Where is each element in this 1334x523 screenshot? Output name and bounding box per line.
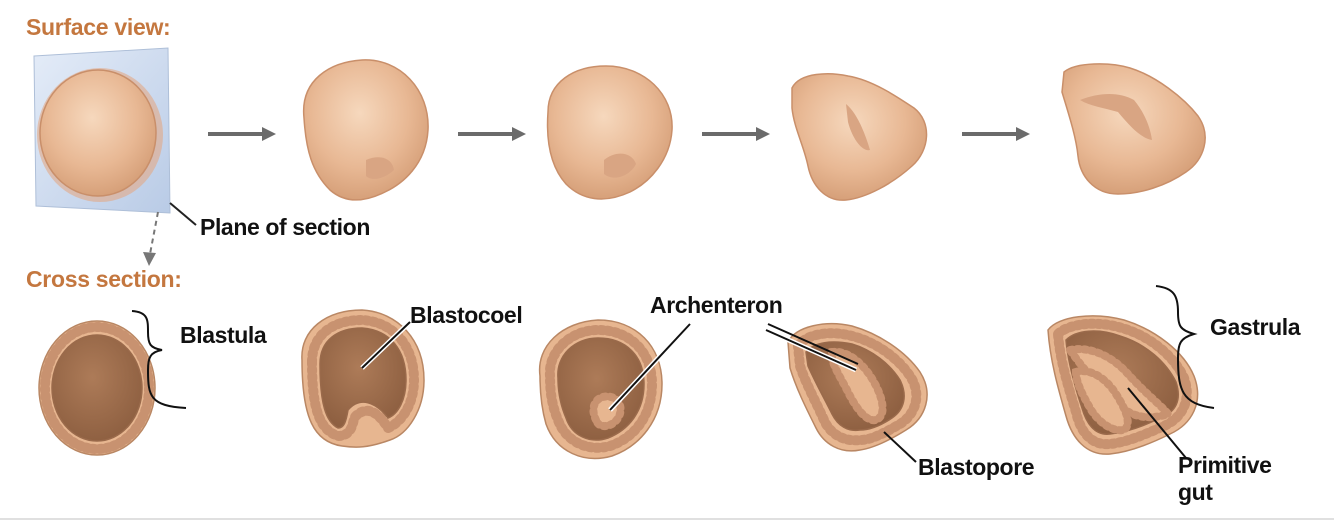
section-stage-3 bbox=[538, 319, 663, 460]
archenteron-leader-3 bbox=[767, 323, 859, 365]
plane-of-section-label: Plane of section bbox=[200, 214, 370, 240]
section-blastula bbox=[38, 320, 156, 456]
blastopore-leader bbox=[883, 431, 917, 463]
primitive-gut-label-line1: Primitive bbox=[1178, 452, 1272, 478]
surface-stage-3 bbox=[546, 65, 673, 200]
surface-stage-4 bbox=[791, 73, 928, 201]
gastrula-label: Gastrula bbox=[1210, 314, 1301, 340]
arrow-2 bbox=[458, 127, 526, 141]
arrow-4 bbox=[962, 127, 1030, 141]
blastula-label: Blastula bbox=[180, 322, 267, 348]
surface-view-heading: Surface view: bbox=[26, 14, 171, 40]
primitive-gut-leader bbox=[1127, 387, 1187, 459]
archenteron-leader-2 bbox=[765, 329, 857, 371]
surface-stage-2 bbox=[302, 59, 429, 201]
archenteron-leader-1 bbox=[609, 323, 691, 411]
plane-of-section-leader bbox=[169, 202, 197, 226]
section-stage-2 bbox=[301, 309, 425, 448]
gastrula-brace bbox=[1155, 285, 1215, 409]
section-gastrula bbox=[1047, 315, 1199, 455]
blastula-brace bbox=[131, 310, 187, 409]
arrow-3 bbox=[702, 127, 770, 141]
cross-section-heading: Cross section: bbox=[26, 266, 182, 292]
blastocoel-label: Blastocoel bbox=[410, 302, 523, 328]
archenteron-label: Archenteron bbox=[650, 292, 783, 318]
blastocoel-leader bbox=[361, 321, 411, 369]
blastopore-label: Blastopore bbox=[918, 454, 1035, 480]
primitive-gut-label-line2: gut bbox=[1178, 479, 1213, 505]
surface-blastula bbox=[37, 68, 163, 202]
surface-gastrula bbox=[1061, 63, 1206, 195]
arrow-1 bbox=[208, 127, 276, 141]
section-drop-arrow bbox=[143, 211, 159, 266]
